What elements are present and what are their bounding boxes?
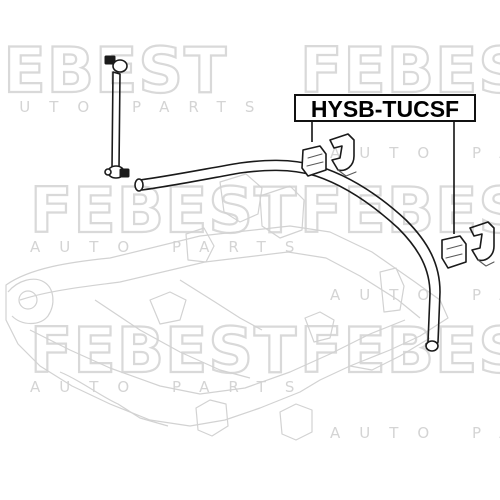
part-number-box	[294, 94, 476, 122]
stabilizer-link	[104, 55, 130, 179]
watermark-tagline-2: AUTO PARTS	[330, 144, 500, 162]
subframe-outline	[5, 173, 449, 441]
watermark-tagline-3: AUTO PARTS	[30, 238, 313, 256]
bracket-lower	[469, 221, 495, 262]
link-top-nut	[104, 55, 116, 65]
bushing-upper-body	[301, 145, 327, 177]
part-number-label: HYSB-TUCSF	[311, 96, 459, 122]
watermark-tagline-1: AUTO PARTS	[0, 98, 273, 116]
bracket-upper	[329, 133, 355, 172]
link-bottom-nut	[119, 168, 130, 178]
watermark-tagline-5: AUTO PARTS	[30, 378, 313, 396]
callout: HYSB-TUCSF	[294, 94, 476, 234]
bushing-upper	[301, 133, 357, 177]
bar-end-left	[134, 178, 144, 192]
watermark-tagline-6: AUTO PARTS	[330, 424, 500, 442]
bushing-lower	[441, 221, 495, 269]
bushing-lower-body	[441, 235, 467, 269]
watermark-brand-1: FEBEST	[0, 34, 227, 107]
bar-end-right	[425, 340, 439, 352]
link-top-ball	[112, 59, 128, 73]
stabilizer-bar	[134, 159, 441, 352]
watermark-brand-4: FEBEST	[300, 174, 500, 247]
watermark-brand-3: FEBEST	[30, 174, 297, 247]
watermark-tagline-4: AUTO PARTS	[330, 286, 500, 304]
watermark-brand-6: FEBEST	[300, 314, 500, 387]
